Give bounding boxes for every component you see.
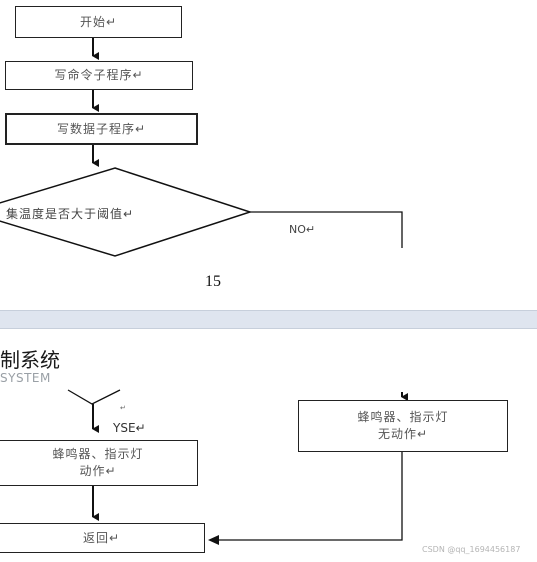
- start-box: 开始↵: [15, 6, 182, 38]
- no-label: NO↵: [289, 223, 316, 236]
- line-alarm-off-to-return: [218, 452, 403, 541]
- page-number: 15: [205, 273, 221, 290]
- alarm-on-box: 蜂鸣器、指示灯 动作↵: [0, 440, 198, 486]
- write-data-label: 写数据子程序↵: [56, 121, 147, 136]
- section-title: 制系统: [0, 348, 60, 372]
- section-divider: [0, 310, 537, 329]
- decision-diamond: [0, 167, 253, 257]
- alarm-on-line2: 动作↵: [79, 464, 117, 478]
- small-mark: ↵: [120, 404, 126, 412]
- alarm-off-line2: 无动作↵: [377, 427, 429, 441]
- watermark: CSDN @qq_1694456187: [422, 545, 521, 554]
- no-branch-line: [250, 211, 403, 248]
- section-subtitle: SYSTEM: [0, 371, 51, 385]
- alarm-off-box: 蜂鸣器、指示灯 无动作↵: [298, 400, 508, 452]
- write-command-box: 写命令子程序↵: [5, 61, 193, 90]
- return-box: 返回↵: [0, 523, 205, 553]
- alarm-on-line1: 蜂鸣器、指示灯: [52, 447, 144, 461]
- alarm-off-line1: 蜂鸣器、指示灯: [357, 410, 449, 424]
- yes-label: YSE↵: [113, 421, 146, 435]
- arrowhead-into-return: [208, 535, 219, 545]
- decision-diamond-bottom: [67, 389, 121, 405]
- start-label: 开始↵: [79, 14, 118, 29]
- decision-label: 集温度是否大于阈值↵: [6, 207, 135, 221]
- write-command-label: 写命令子程序↵: [54, 68, 144, 82]
- write-data-box: 写数据子程序↵: [5, 113, 198, 145]
- return-label: 返回↵: [82, 530, 121, 545]
